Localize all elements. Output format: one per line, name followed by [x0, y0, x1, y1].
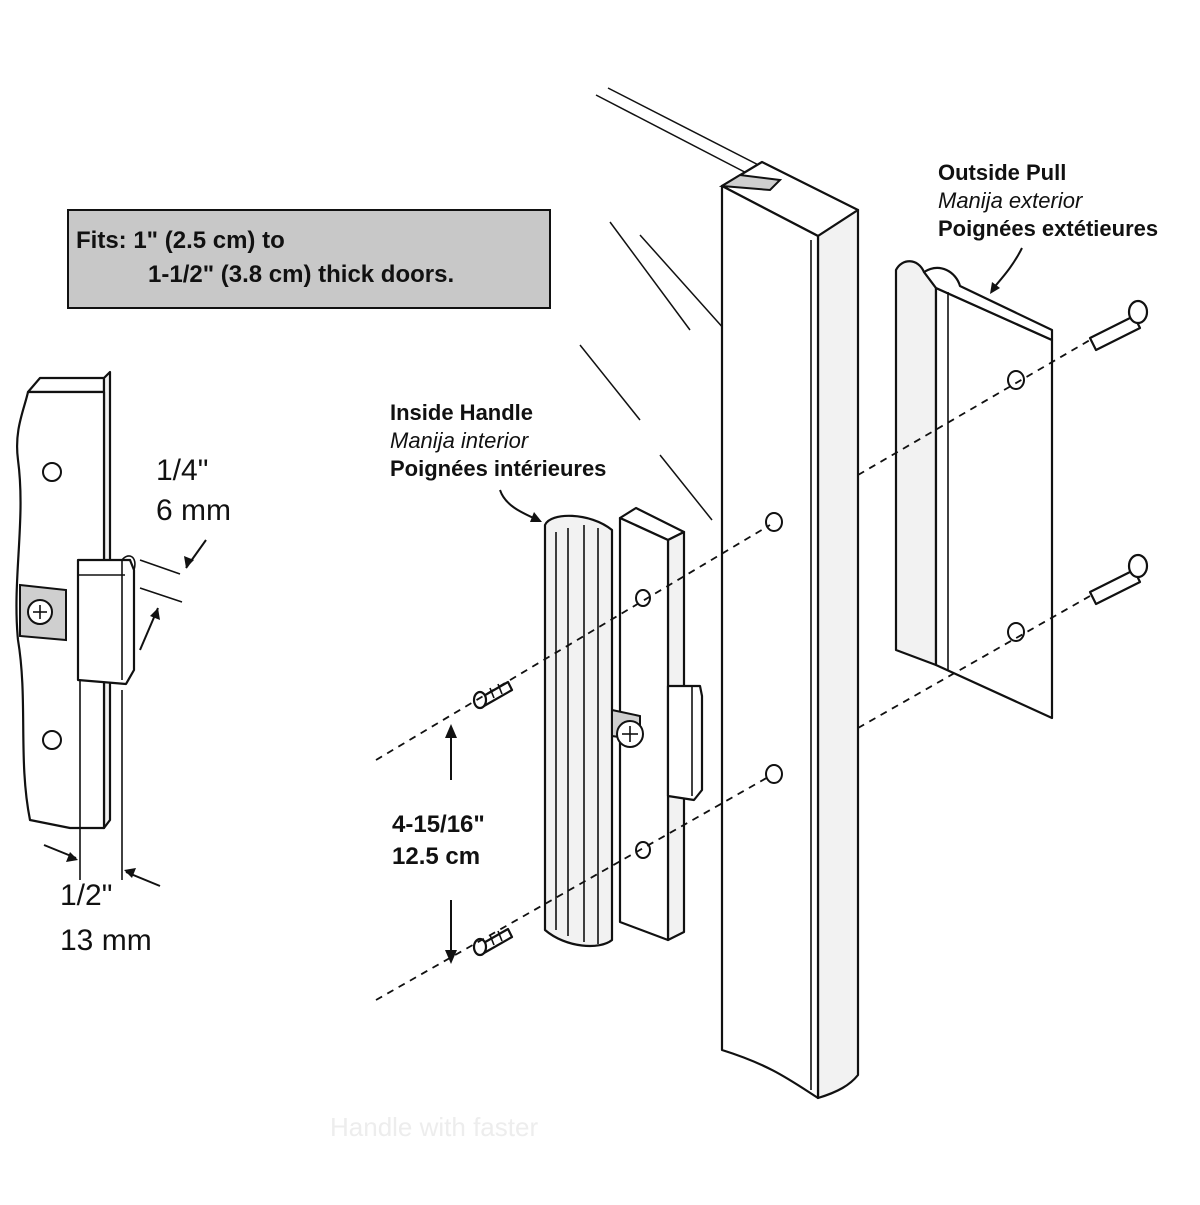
inside-handle-label: Inside Handle Manija interior Poignées i…: [390, 400, 606, 522]
outside-pull-en: Outside Pull: [938, 160, 1066, 185]
width-inch-label: 1/2": [60, 879, 112, 912]
outside-pull-part: [894, 260, 1054, 720]
inside-handle-en: Inside Handle: [390, 400, 533, 425]
inside-handle-es: Manija interior: [390, 428, 530, 453]
door-stile: [718, 160, 860, 1100]
width-dimension: 1/2" 13 mm: [43, 680, 161, 957]
alignment-lines: [375, 339, 1091, 1001]
hook-mm-label: 6 mm: [156, 494, 231, 527]
hook-inch-label: 1/4": [156, 454, 208, 487]
fits-line-2: 1-1/2" (3.8 cm) thick doors.: [148, 261, 454, 288]
handle-detail: [15, 370, 136, 830]
hook-dimension: 1/4" 6 mm: [139, 454, 231, 651]
fits-line-1: Fits: 1" (2.5 cm) to: [76, 227, 285, 254]
fits-box: Fits: 1" (2.5 cm) to 1-1/2" (3.8 cm) thi…: [67, 209, 551, 309]
spacing-cm-label: 12.5 cm: [392, 843, 480, 870]
outside-pull-fr: Poignées extétieures: [938, 216, 1158, 241]
outside-screws: [1088, 299, 1149, 606]
faded-watermark: Handle with faster: [330, 1112, 538, 1142]
glass-pane: [579, 87, 781, 521]
inside-screws: [472, 680, 514, 957]
width-mm-label: 13 mm: [60, 924, 152, 957]
outside-pull-es: Manija exterior: [938, 188, 1084, 213]
spacing-dimension: 4-15/16" 12.5 cm: [392, 724, 485, 964]
inside-handle-part: [543, 506, 704, 947]
spacing-inch-label: 4-15/16": [392, 811, 485, 838]
inside-handle-fr: Poignées intérieures: [390, 456, 606, 481]
outside-pull-label: Outside Pull Manija exterior Poignées ex…: [938, 160, 1158, 294]
